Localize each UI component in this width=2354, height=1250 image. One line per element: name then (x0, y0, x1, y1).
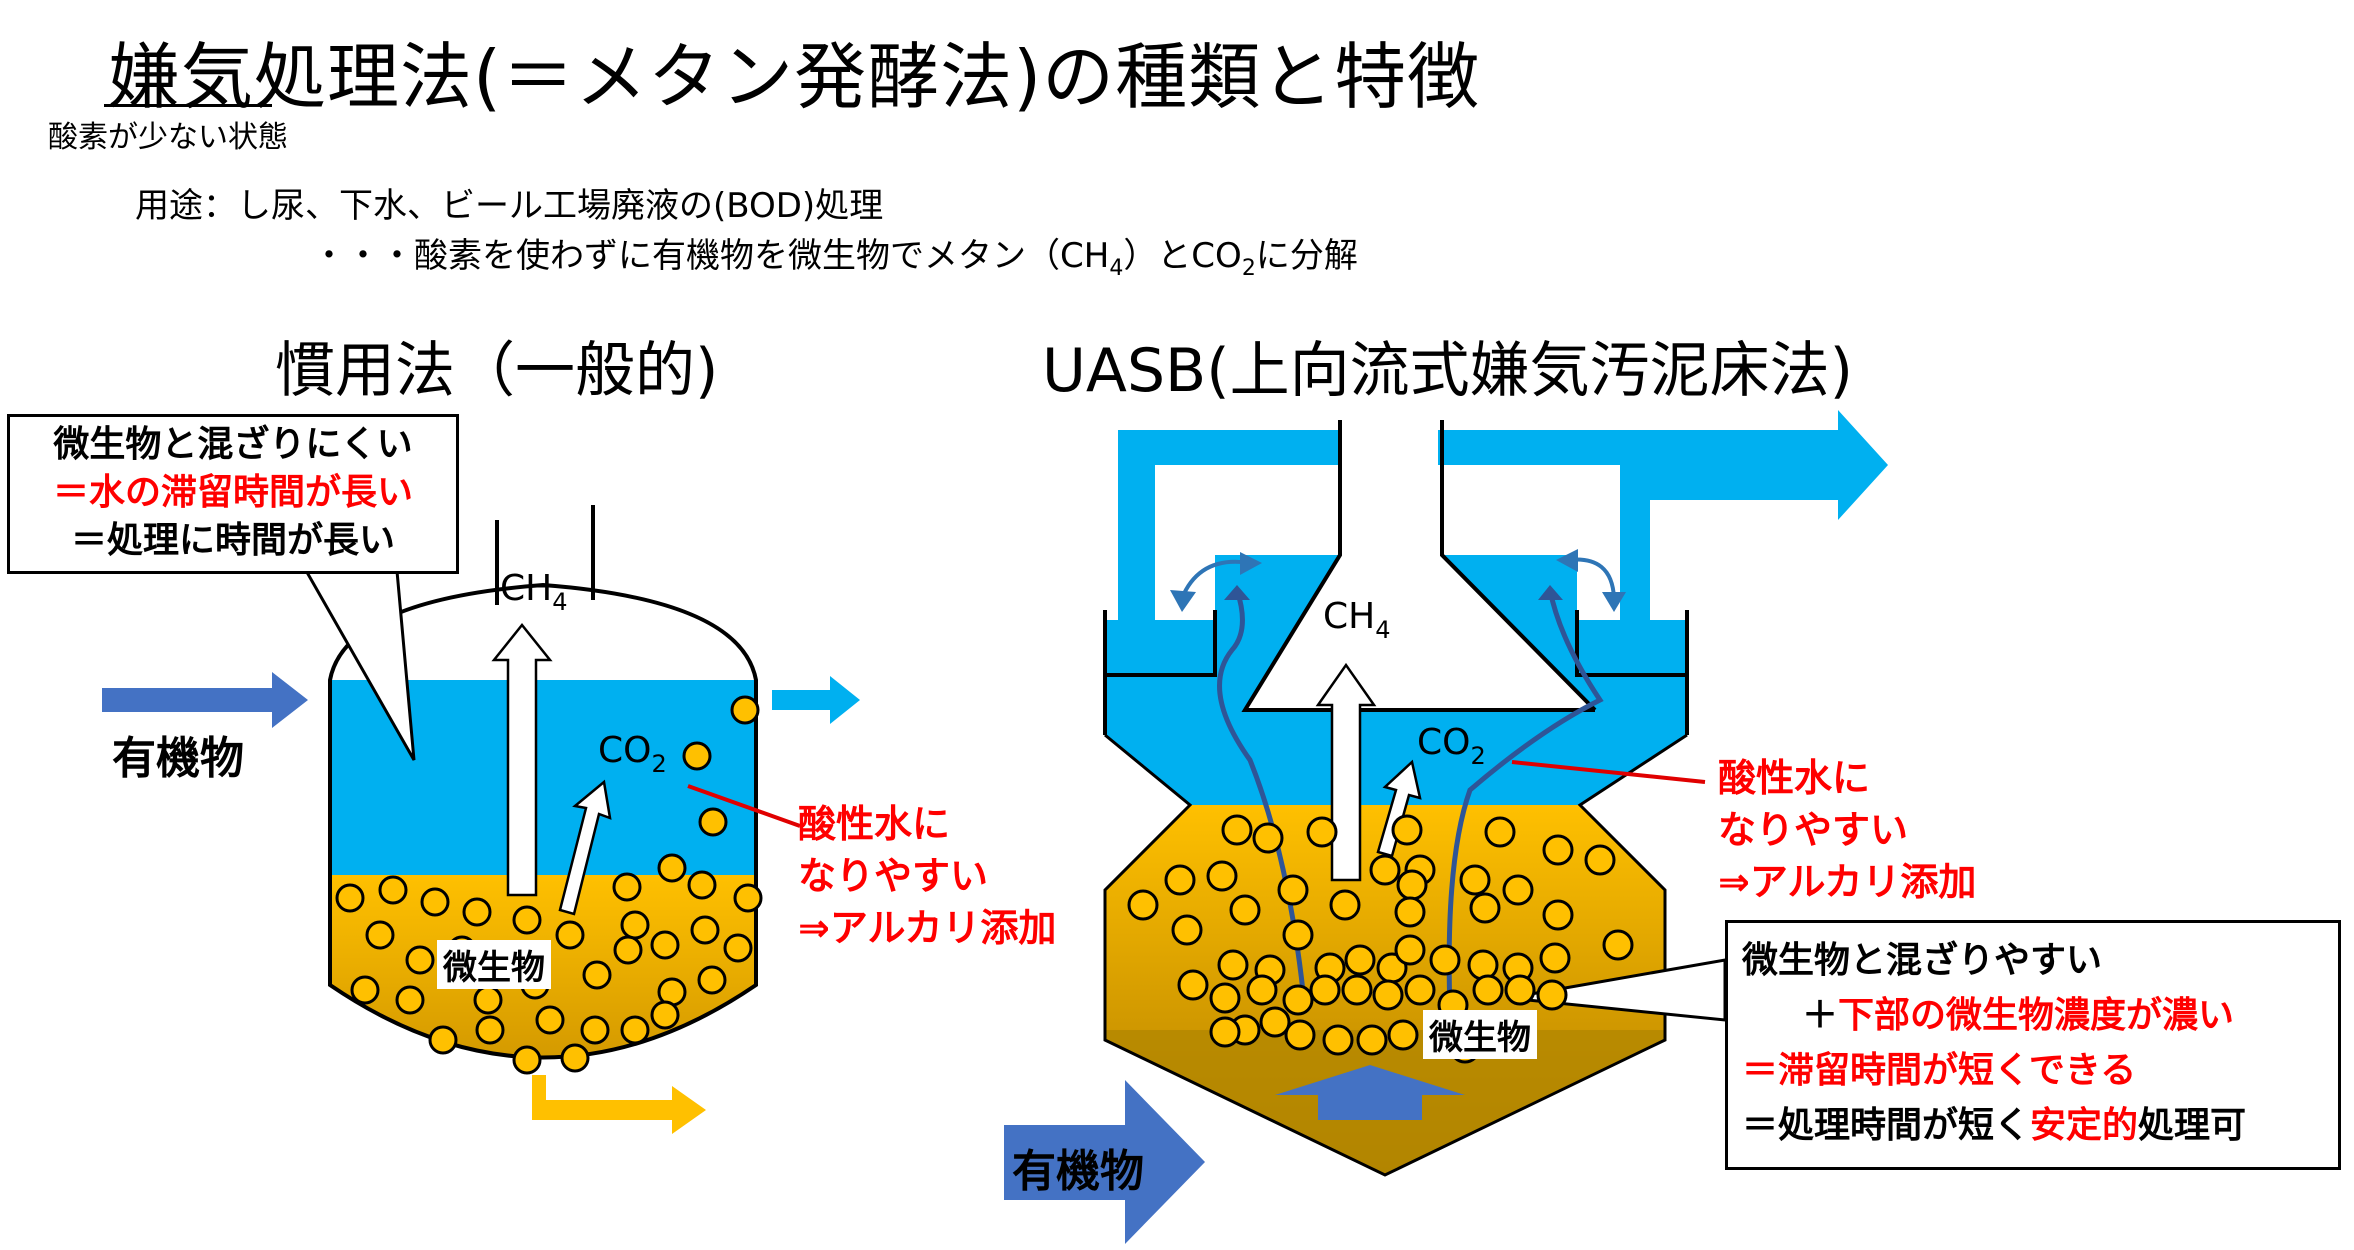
left-tank-outline (328, 582, 758, 1060)
uasb-acid-note-2: なりやすい (1718, 808, 1909, 852)
uasb-flow-left-head (1224, 585, 1250, 600)
uasb-ch4-label: CH4 (1323, 596, 1391, 644)
uasb-left-weir (1105, 620, 1215, 675)
left-callout-box: 微生物と混ざりにくい ＝水の滞留時間が長い ＝処理に時間が長い (7, 414, 459, 574)
left-ch4-arrow (491, 622, 553, 897)
uasb-overflow-channel (1118, 430, 1342, 620)
left-acid-note: 酸性水に なりやすい ⇒アルカリ添加 (798, 798, 1056, 954)
uasb-outlet-channel (1438, 410, 1888, 620)
uasb-upflow-arrow (1275, 1065, 1465, 1120)
uasb-callout-line-4-suffix: 処理可 (2138, 1105, 2247, 1146)
uasb-hood-left (1241, 420, 1595, 712)
left-acid-pointer (687, 784, 801, 828)
uasb-callout-line-2-prefix: ＋ (1802, 995, 1839, 1036)
uasb-left-weir-wall (1103, 610, 1217, 735)
uasb-input-arrow (1004, 1080, 1205, 1244)
uasb-input-label: 有機物 (1012, 1146, 1144, 1197)
uasb-recirc-right-head (1602, 592, 1626, 612)
left-section-heading: 慣用法（一般的) (275, 336, 719, 406)
left-acid-note-2: なりやすい (798, 854, 989, 898)
right-section-heading: UASB(上向流式嫌気汚泥床法) (1042, 336, 1854, 406)
uasb-callout-line-3: ＝滞留時間が短くできる (1742, 1050, 2137, 1091)
uasb-bubbles (1127, 814, 1634, 1064)
page-title: 嫌気処理法(＝メタン発酵法)の種類と特徴 (108, 35, 1481, 119)
usage-line-1: 用途：し尿、下水、ビール工場廃液の(BOD)処理 (135, 186, 884, 226)
left-callout-line-3: ＝処理に時間が長い (70, 520, 395, 561)
uasb-callout-line-4: ＝処理時間が短く安定的処理可 (1742, 1098, 2338, 1153)
left-callout-line-1: 微生物と混ざりにくい (53, 424, 413, 465)
usage-line-2-b: ）とCO (1123, 236, 1242, 276)
left-co2-label: CO2 (598, 730, 667, 778)
left-input-label: 有機物 (112, 733, 244, 784)
uasb-callout-line-4-red: 安定的 (2030, 1105, 2139, 1146)
left-microbe-label: 微生物 (437, 940, 551, 989)
uasb-body-outline (1103, 733, 1688, 1177)
title-note: 酸素が少ない状態 (48, 120, 288, 155)
left-callout-line-2: ＝水の滞留時間が長い (52, 472, 413, 513)
uasb-callout-box: 微生物と混ざりやすい ＋下部の微生物濃度が濃い ＝滞留時間が短くできる ＝処理時… (1725, 920, 2341, 1170)
uasb-acid-note-1: 酸性水に (1718, 756, 1871, 800)
uasb-acid-pointer (1511, 760, 1706, 784)
left-sludge-arrow (532, 1075, 706, 1134)
left-co2-arrow (558, 779, 612, 916)
conventional-tank: CH4 CO2 (102, 505, 860, 1134)
uasb-water (1105, 555, 1687, 805)
uasb-right-weir-wall (1575, 610, 1689, 735)
uasb-right-weir (1577, 620, 1687, 675)
uasb-co2-label: CO2 (1417, 722, 1486, 770)
uasb-co2-arrow (1376, 759, 1422, 858)
uasb-callout-line-4-prefix: ＝処理時間が短く (1742, 1105, 2031, 1146)
usage-sub-4: 4 (1109, 255, 1124, 281)
uasb-reactor: CH4 CO2 (1004, 410, 1888, 1244)
usage-line-2: ・・・酸素を使わずに有機物を微生物でメタン（CH4）とCO2に分解 (312, 228, 1358, 281)
uasb-callout-line-2-red: 下部の微生物濃度が濃い (1838, 995, 2235, 1036)
usage-line-2-a: ・・・酸素を使わずに有機物を微生物でメタン（CH (312, 236, 1110, 276)
left-acid-note-1: 酸性水に (798, 802, 951, 846)
title-underline (104, 104, 272, 107)
left-ch4-label: CH4 (500, 568, 568, 616)
uasb-acid-note: 酸性水に なりやすい ⇒アルカリ添加 (1718, 752, 1976, 908)
uasb-flow-right (1446, 589, 1604, 1011)
uasb-callout-line-2: ＋下部の微生物濃度が濃い (1742, 988, 2338, 1043)
uasb-microbe-label: 微生物 (1423, 1010, 1537, 1059)
uasb-recirc-left-head (1170, 590, 1196, 612)
uasb-callout-line-1: 微生物と混ざりやすい (1742, 940, 2103, 981)
uasb-flow-right-head (1538, 585, 1563, 600)
uasb-acid-note-3: ⇒アルカリ添加 (1718, 860, 1977, 904)
uasb-hood-right (1440, 420, 1597, 712)
usage-line-2-c: に分解 (1255, 236, 1358, 276)
left-output-arrow (772, 676, 860, 724)
usage-sub-2: 2 (1241, 255, 1256, 281)
left-acid-note-3: ⇒アルカリ添加 (798, 906, 1057, 950)
uasb-recirc-right-tail (1556, 549, 1578, 572)
uasb-recirc-left-tail (1240, 552, 1262, 575)
left-input-arrow (102, 672, 308, 728)
